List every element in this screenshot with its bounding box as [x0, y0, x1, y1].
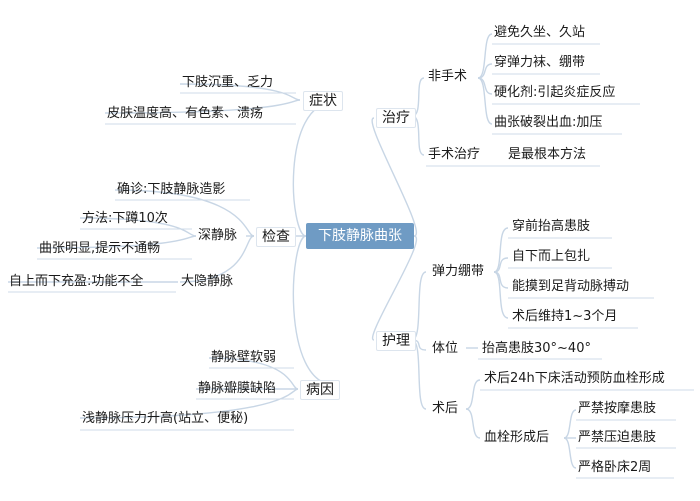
node-postop: 术后: [432, 401, 459, 416]
node-elastic-bandage: 弹力绷带: [432, 264, 485, 279]
bandage-item: 穿前抬高患肢: [512, 219, 591, 234]
cause-item: 静脉瓣膜缺陷: [198, 381, 277, 396]
symptom-item: 下肢沉重、乏力: [182, 75, 274, 90]
bandage-item: 自下而上包扎: [512, 249, 591, 264]
deep-vein-item: 方法:下蹲10次: [82, 211, 168, 226]
cause-item: 静脉壁软弱: [211, 350, 277, 365]
node-after-thrombus: 血栓形成后: [484, 430, 550, 445]
node-position: 体位: [432, 341, 459, 356]
nonsurgical-item: 硬化剂:引起炎症反应: [494, 85, 616, 100]
symptom-item: 皮肤温度高、有色素、溃疡: [107, 106, 264, 121]
node-nonsurgical: 非手术: [428, 69, 468, 84]
deep-vein-item: 曲张明显,提示不通畅: [39, 241, 161, 256]
nonsurgical-item: 穿弹力袜、绷带: [494, 55, 586, 70]
thrombus-item: 严禁压迫患肢: [578, 430, 657, 445]
node-great-saphenous: 大隐静脉: [181, 274, 234, 289]
exam-confirm: 确诊:下肢静脉造影: [117, 182, 226, 197]
node-exam: 检查: [256, 227, 296, 247]
thrombus-item: 严格卧床2周: [578, 460, 652, 475]
great-saphenous-item: 自上而下充盈:功能不全: [9, 274, 144, 289]
nonsurgical-item: 避免久坐、久站: [494, 25, 586, 40]
postop-activity: 术后24h下床活动预防血栓形成: [484, 371, 665, 386]
thrombus-item: 严禁按摩患肢: [578, 401, 657, 416]
nonsurgical-item: 曲张破裂出血:加压: [494, 115, 603, 130]
node-cause: 病因: [300, 380, 340, 400]
position-note: 抬高患肢30°~40°: [482, 341, 591, 356]
node-care: 护理: [376, 331, 416, 351]
node-deep-vein: 深静脉: [198, 228, 238, 243]
bandage-item: 术后维持1~3个月: [512, 309, 618, 324]
bandage-item: 能摸到足背动脉搏动: [512, 279, 630, 294]
center-topic: 下肢静脉曲张: [306, 223, 414, 249]
node-symptoms: 症状: [303, 91, 343, 111]
surgical-note: 是最根本方法: [508, 147, 587, 162]
node-treatment: 治疗: [376, 108, 416, 128]
cause-item: 浅静脉压力升高(站立、便秘): [82, 411, 249, 426]
node-surgical: 手术治疗: [428, 147, 481, 162]
